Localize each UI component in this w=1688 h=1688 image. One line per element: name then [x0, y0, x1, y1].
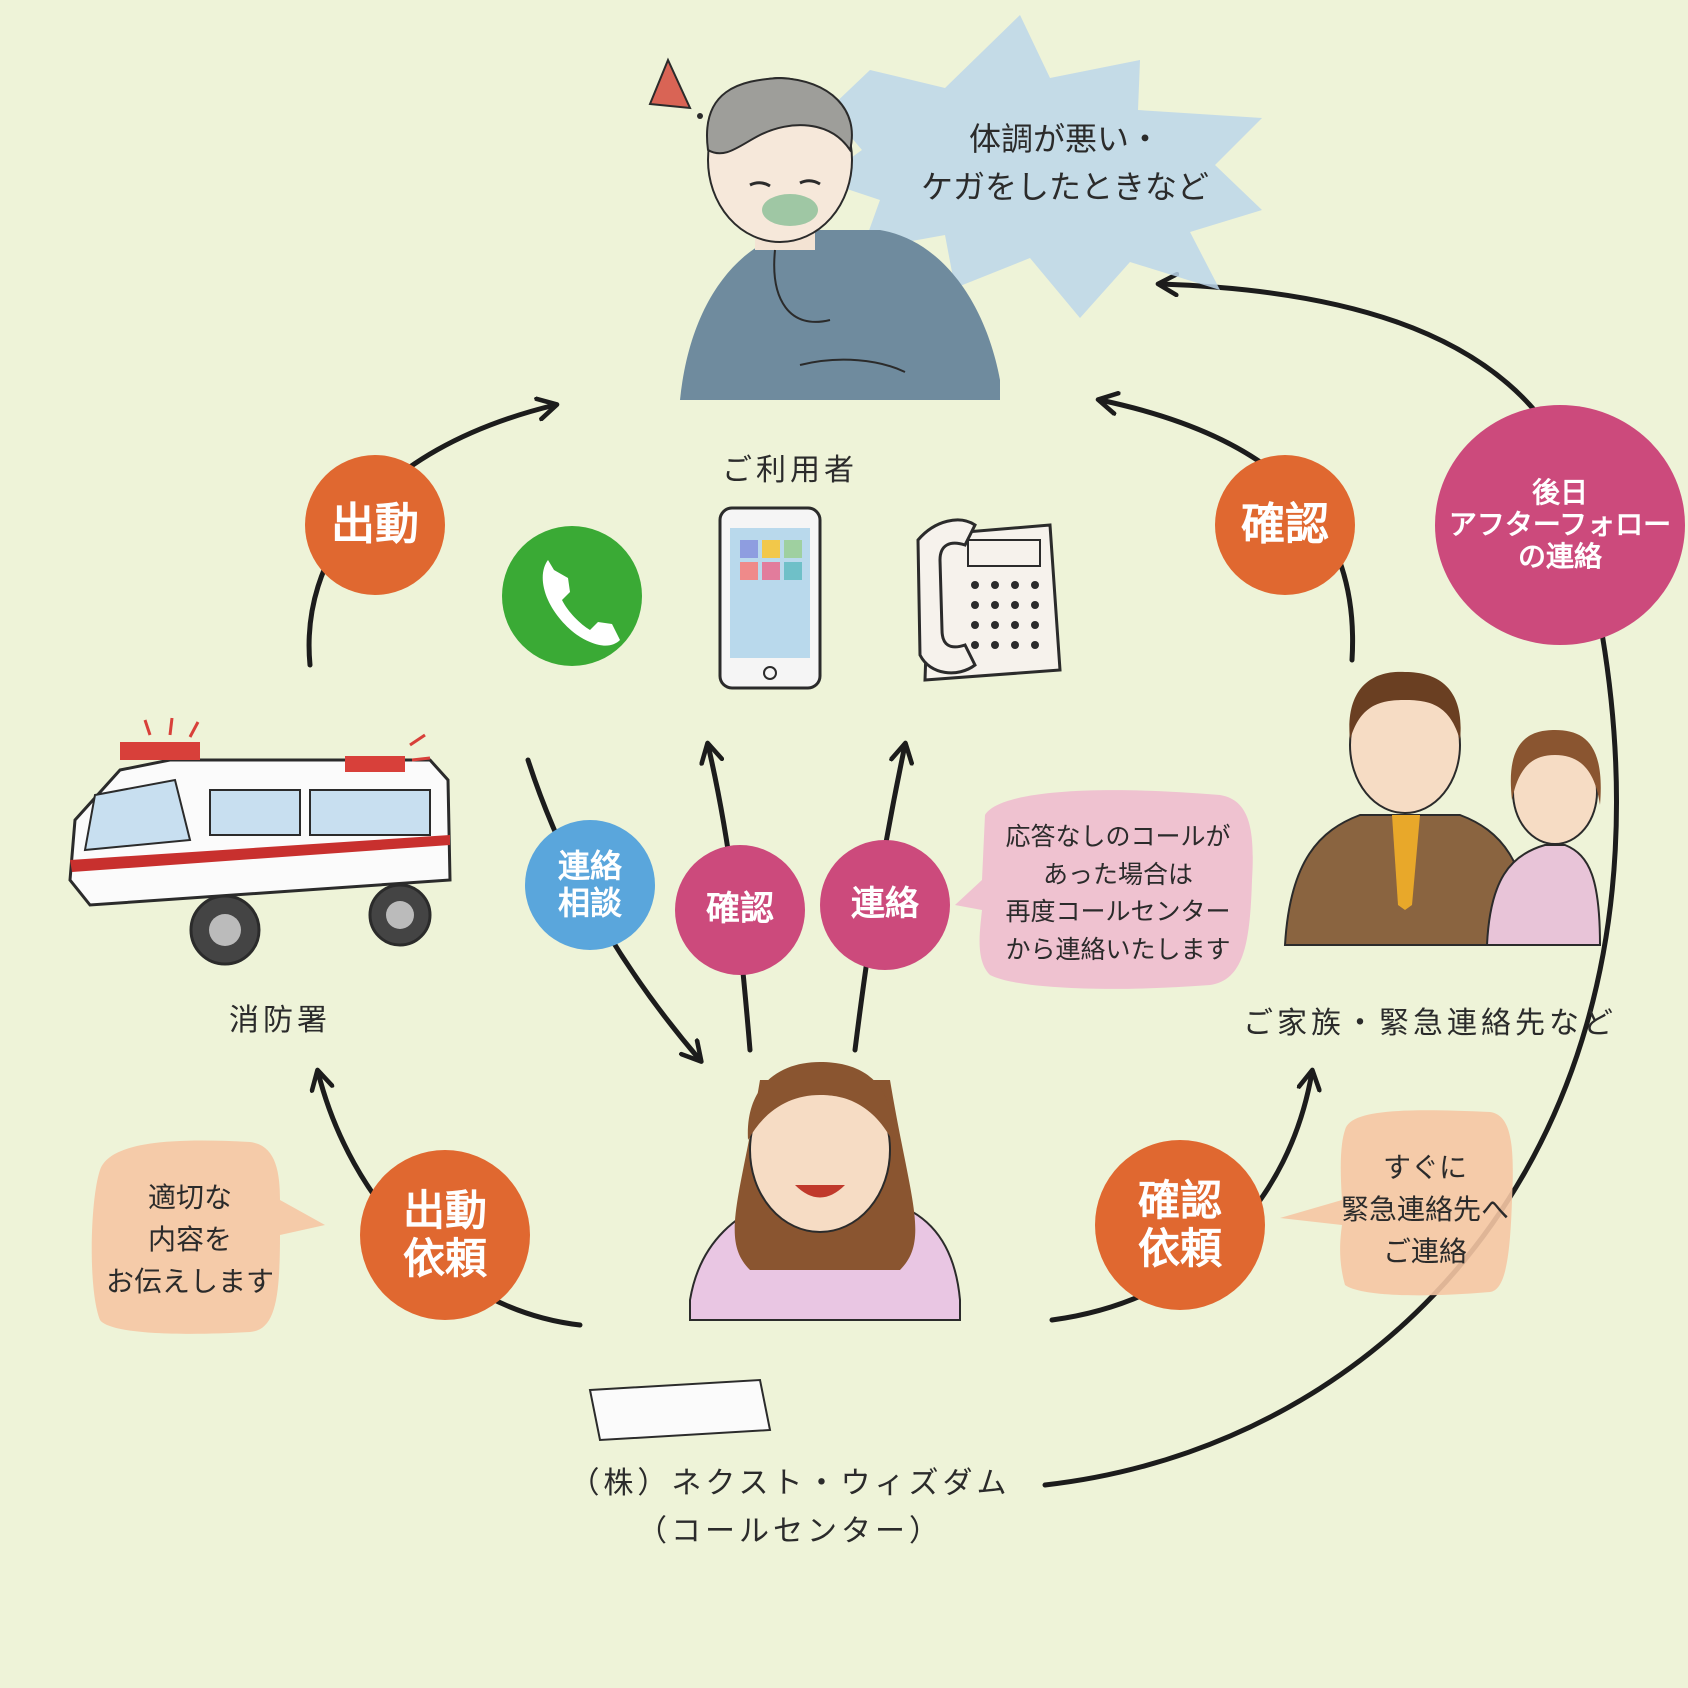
- symptom-speech: 体調が悪い・ ケガをしたときなど: [900, 108, 1230, 218]
- dispatch-label: 出動: [331, 498, 419, 550]
- confirm-request-line-1: 確認: [1137, 1175, 1222, 1225]
- urgent-speech: すぐに 緊急連絡先へ ご連絡: [1335, 1140, 1515, 1280]
- dispatch-request-badge: 出動 依頼: [360, 1150, 530, 1320]
- appropriate-line-3: お伝えします: [105, 1265, 274, 1298]
- confirm-mid-label: 確認: [706, 889, 774, 930]
- followup-line-2: アフターフォロー: [1448, 507, 1672, 541]
- contact-consult-line-1: 連絡: [557, 847, 622, 886]
- line-phone-icon: [502, 526, 642, 666]
- symptom-line-2: ケガをしたときなど: [920, 168, 1209, 206]
- contact-mid-label: 連絡: [851, 884, 919, 925]
- call-center-sublabel: （コールセンター）: [637, 1514, 943, 1549]
- no-answer-speech: 応答なしのコールが あった場合は 再度コールセンター から連絡いたします: [988, 808, 1248, 978]
- followup-badge: 後日 アフターフォロー の連絡: [1435, 405, 1685, 645]
- ambulance-icon: [68, 717, 452, 966]
- family-label: ご家族・緊急連絡先など: [1243, 1006, 1617, 1041]
- urgent-line-2: 緊急連絡先へ: [1340, 1193, 1509, 1226]
- warning-icon: [648, 57, 703, 119]
- user-label: ご利用者: [722, 453, 858, 488]
- appropriate-bubble-shape: [91, 1140, 325, 1334]
- fire-station-label: 消防署: [229, 1003, 331, 1038]
- urgent-bubble-shape: [1280, 1110, 1513, 1296]
- urgent-line-1: すぐに: [1382, 1151, 1467, 1184]
- no-answer-line-4: から連絡いたします: [1005, 934, 1231, 964]
- contact-badge-mid: 連絡: [820, 840, 950, 970]
- followup-line-3: の連絡: [1517, 540, 1602, 574]
- elderly-user-figure: [680, 76, 1000, 400]
- no-answer-line-1: 応答なしのコールが: [1005, 822, 1231, 851]
- arrow-followup-outer: [1042, 284, 1619, 1488]
- no-answer-line-3: 再度コールセンター: [1005, 897, 1231, 926]
- call-center-name: （株）ネクスト・ウィズダム: [569, 1466, 1011, 1501]
- contact-consult-line-2: 相談: [557, 884, 622, 922]
- no-answer-line-2: あった場合は: [1042, 859, 1193, 889]
- dispatch-request-line-2: 依頼: [402, 1234, 487, 1283]
- symptom-line-1: 体調が悪い・: [968, 120, 1161, 158]
- followup-line-1: 後日: [1531, 475, 1588, 509]
- appropriate-line-2: 内容を: [147, 1223, 232, 1256]
- speech-burst: [820, 15, 1262, 318]
- no-answer-bubble-shape: [955, 790, 1253, 989]
- contact-consult-badge: 連絡 相談: [525, 820, 655, 950]
- family-figures: [1283, 671, 1602, 946]
- appropriate-line-1: 適切な: [147, 1181, 232, 1214]
- confirm-top-label: 確認: [1241, 498, 1329, 550]
- smartphone-icon: [718, 506, 822, 690]
- dispatch-request-line-1: 出動: [402, 1185, 487, 1235]
- confirm-badge-mid: 確認: [675, 845, 805, 975]
- appropriate-speech: 適切な 内容を お伝えします: [100, 1160, 280, 1320]
- confirm-request-badge: 確認 依頼: [1095, 1140, 1265, 1310]
- call-center-operator-figure: [588, 1062, 961, 1442]
- confirm-request-line-2: 依頼: [1137, 1224, 1222, 1273]
- confirm-badge-top: 確認: [1215, 455, 1355, 595]
- urgent-line-3: ご連絡: [1382, 1235, 1467, 1268]
- landline-phone-icon: [916, 518, 1062, 682]
- dispatch-badge: 出動: [305, 455, 445, 595]
